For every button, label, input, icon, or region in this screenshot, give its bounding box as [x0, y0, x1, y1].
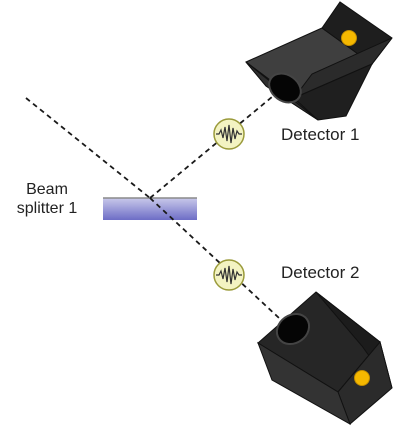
detector-2-label: Detector 2	[281, 263, 360, 282]
beam-splitter-label: Beam splitter 1	[6, 180, 88, 218]
transmitted-beam	[149, 197, 294, 332]
beam-splitter-plate	[103, 197, 197, 220]
beam-splitter-label-line1: Beam	[26, 181, 68, 198]
detector-1-label: Detector 1	[281, 125, 360, 144]
photon-icon-upper	[213, 118, 245, 150]
beam-paths	[25, 91, 294, 332]
detector-1-icon	[245, 1, 393, 121]
beam-splitter-label-line2: splitter 1	[16, 200, 78, 218]
photon-icon-lower	[213, 259, 245, 291]
detector-2-icon	[257, 291, 393, 426]
reflected-beam	[149, 91, 279, 199]
